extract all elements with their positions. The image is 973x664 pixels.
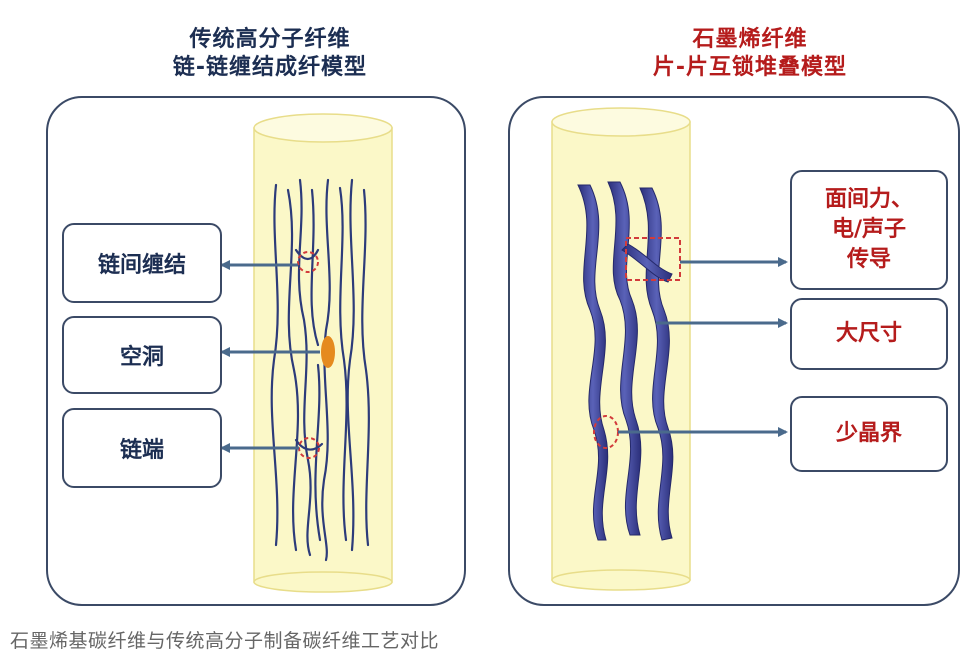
- right-title-line2: 片-片互锁堆叠模型: [652, 55, 848, 80]
- left-title-line2: 链-链缠结成纤模型: [172, 55, 368, 80]
- polymer-chain: [321, 178, 331, 562]
- graphene-sheet: [577, 184, 609, 541]
- label-few-grain-boundaries: 少晶界: [790, 396, 948, 472]
- interlayer-marker: [625, 237, 681, 281]
- label-large-size: 大尺寸: [790, 298, 948, 370]
- graphene-sheets: [577, 181, 674, 541]
- void-marker: [321, 336, 335, 368]
- left-title-line1: 传统高分子纤维: [189, 27, 351, 52]
- label-entanglement: 链间缠结: [62, 223, 222, 303]
- right-title-line1: 石墨烯纤维: [692, 27, 808, 52]
- figure-caption: 石墨烯基碳纤维与传统高分子制备碳纤维工艺对比: [10, 630, 440, 652]
- polymer-chain: [338, 186, 348, 542]
- polymer-chain: [270, 183, 279, 547]
- polymer-chain: [346, 178, 355, 552]
- polymer-chain: [294, 248, 320, 261]
- label-chain-end: 链端: [62, 408, 222, 488]
- polymer-chains: [270, 178, 370, 562]
- right-model-title: 石墨烯纤维 片-片互锁堆叠模型: [580, 26, 920, 82]
- label-interlayer-force: 面间力、 电/声子 传导: [790, 170, 948, 290]
- graphene-sheet: [607, 181, 642, 536]
- polymer-chain: [294, 438, 324, 451]
- polymer-chain: [310, 188, 320, 347]
- entanglement-marker: [297, 251, 319, 273]
- graphene-sheet: [621, 243, 673, 283]
- graphene-sheet: [639, 187, 674, 541]
- polymer-chain: [297, 178, 312, 557]
- polymer-chain: [286, 188, 300, 552]
- polymer-chain: [361, 188, 370, 547]
- label-void: 空洞: [62, 316, 222, 394]
- left-model-title: 传统高分子纤维 链-链缠结成纤模型: [120, 26, 420, 82]
